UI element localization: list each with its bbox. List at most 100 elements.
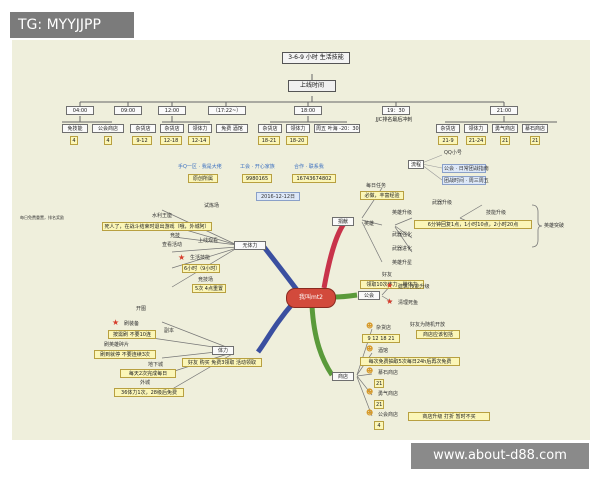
item-mian-jineng: 免技能 — [62, 124, 88, 133]
process-item-3: 团战时间 · 周三周五 — [442, 176, 489, 185]
rt-breakthrough: 英雄突破 — [544, 223, 565, 229]
shop-courage-icon: ☻ — [366, 388, 374, 396]
rt-weapon-level: 武器升级 — [432, 200, 453, 206]
lt-reset: 5次 4点重置 — [192, 284, 226, 293]
item-tavern: 免费 酒馆 — [216, 124, 248, 133]
info-value-1: 原创所属 — [188, 174, 218, 183]
process-item-1: QQ小号 — [444, 150, 462, 156]
val-21d: 21 — [530, 136, 540, 145]
shop-grocery: 杂货店 — [376, 325, 392, 331]
online-time-box: 上线时间 — [288, 80, 336, 92]
guild-build: 建筑,技能升级 — [398, 284, 430, 290]
info-label-3: 合作 · 联系我 — [294, 164, 324, 170]
item-stamina-12: 领体力 — [188, 124, 212, 133]
shop-guild: 公会商店 — [378, 412, 399, 418]
center-node: 我叫mt2 — [286, 288, 336, 308]
time-slot-1930: 19：30 — [382, 106, 410, 115]
rt-skill-tip: 6分钟回复1点，1小时10点，2小时20点 — [414, 220, 532, 229]
guild-star-icon-2: ★ — [386, 297, 394, 306]
lb-outer-city: 外城 — [140, 380, 151, 386]
item-guild-shop: 公会商店 — [92, 124, 124, 133]
val-09: 9-12 — [132, 136, 152, 145]
lt-arena: 竞技 — [170, 233, 181, 239]
lt-star-icon: ★ — [178, 253, 186, 262]
lt-hero-msg: 死人了，在战斗结束时退出游戏（哦，外城阿） — [102, 222, 212, 231]
item-grocery-09: 杂货店 — [130, 124, 156, 133]
shop-grocery-icon: ☻ — [366, 322, 374, 330]
shop-courage-time: 21 — [374, 400, 384, 409]
val-21a: 21-9 — [438, 136, 458, 145]
rt-skill-level: 技能升级 — [486, 210, 507, 216]
rt-hero-level: 英雄升级 — [392, 210, 413, 216]
time-slot-2100: 21:00 — [490, 106, 518, 115]
val-12a: 12-18 — [160, 136, 182, 145]
shop-tavern-icon: ☻ — [366, 345, 374, 353]
title-box: 3-6-9 小时 生活技能 — [282, 52, 350, 64]
hub-guild: 公会 — [358, 291, 380, 300]
time-slot-1722: （17:22~） — [208, 106, 246, 115]
shop-tavern: 酒馆 — [378, 348, 389, 354]
guild-clean: 清理死鱼 — [398, 300, 419, 306]
val-0400-b: 4 — [104, 136, 112, 145]
shop-grocery-time: 9 12 18 21 — [362, 334, 400, 343]
lt-arena2: 竞技场 — [198, 277, 214, 283]
rt-friends-tip: 领取10次体力，赠体力 — [360, 280, 424, 289]
shop-guild-icon: ☻ — [366, 409, 374, 417]
item-stamina-18: 领体力 — [286, 124, 310, 133]
item-grocery-18: 杂货店 — [258, 124, 282, 133]
lt-events: 查看活动 — [162, 242, 183, 248]
val-18b: 18-20 — [286, 136, 308, 145]
lb-star-icon: ★ — [112, 318, 120, 327]
shop-stone-time: 21 — [374, 379, 384, 388]
lb-hero-shards: 刷英雄碎片 — [104, 342, 130, 348]
item-courage-shop: 勇气商店 — [492, 124, 518, 133]
val-12b: 12-14 — [188, 136, 210, 145]
lb-shards-tip: 刷到就停 不要连续3次 — [94, 350, 156, 359]
guild-star-icon-1: ★ — [386, 281, 394, 290]
time-slot-0400: 04:00 — [66, 106, 94, 115]
process-item-2: 公会 · 日常团战指南 — [442, 164, 489, 173]
item-grocery-12: 杂货店 — [160, 124, 184, 133]
item-grocery-21: 杂货店 — [436, 124, 460, 133]
hub-no-stamina: 无体力 — [234, 241, 266, 250]
lb-daily: 每天2次完成每日 — [120, 369, 176, 378]
val-0400-a: 4 — [70, 136, 78, 145]
lb-friends: 好友 购买 免费3领取 活动领取 — [182, 358, 262, 367]
val-18a: 18-21 — [258, 136, 280, 145]
rt-daily-task: 每日任务 — [366, 183, 387, 189]
lb-underground: 地下城 — [148, 362, 164, 368]
rt-daily-tip: 必做，丰富经验 — [360, 191, 404, 200]
watermark-top: TG: MYYJJPP — [10, 12, 134, 38]
lb-dungeon: 副本 — [164, 328, 175, 334]
rt-friends: 好友 — [382, 272, 393, 278]
shop-tavern-tip: 每次免费抽取5次每日24h后再次免费 — [360, 357, 460, 366]
info-date: 2016-12-12日 — [256, 192, 300, 201]
lt-life-skill: 生活技能 — [190, 255, 211, 261]
lb-open-map: 开图 — [136, 306, 147, 312]
shop-include: 商店应该包括 — [416, 330, 460, 339]
shop-stone-icon: ☻ — [366, 367, 374, 375]
val-21c: 21 — [500, 136, 510, 145]
rt-weapon-evolve: 武器进化 — [392, 246, 413, 252]
item-friday: 周五 叶海 -20：30 — [314, 124, 360, 133]
connector-lines — [62, 74, 557, 417]
shop-random: 好友为随机开放 — [410, 322, 446, 328]
lb-farm-gear-tip: 按需刷 不要10连 — [108, 330, 156, 339]
info-label-2: 工会 · 开心家族 — [240, 164, 275, 170]
info-label-1: 手Q一区 · 我是大佬 — [178, 164, 222, 170]
shop-upgrade-tip: 商店升级 打折 暂时不买 — [408, 412, 490, 421]
info-value-3: 16743674802 — [292, 174, 336, 183]
hub-donate: 捐献 — [332, 217, 354, 226]
time-slot-1800: 18:00 — [294, 106, 322, 115]
lt-note: 每日免费重置，排名奖励 — [20, 215, 64, 220]
item-stone-shop: 慕石商店 — [522, 124, 548, 133]
mindmap-canvas: 3-6-9 小时 生活技能 上线时间 04:00 09:00 12:00 （17… — [12, 40, 590, 440]
shop-courage: 勇气商店 — [378, 391, 399, 397]
rt-hero: 英雄 — [364, 221, 375, 227]
rt-hero-star: 英雄升星 — [392, 260, 413, 266]
lt-hours: 6小时（9小时） — [182, 264, 221, 273]
time-slot-1200: 12:00 — [158, 106, 186, 115]
hub-stamina: 体力 — [212, 346, 234, 355]
rt-weapon-strengthen: 武器强化 — [392, 232, 413, 238]
lb-outer-tip: 36体力1次，28级后免费 — [114, 388, 184, 397]
